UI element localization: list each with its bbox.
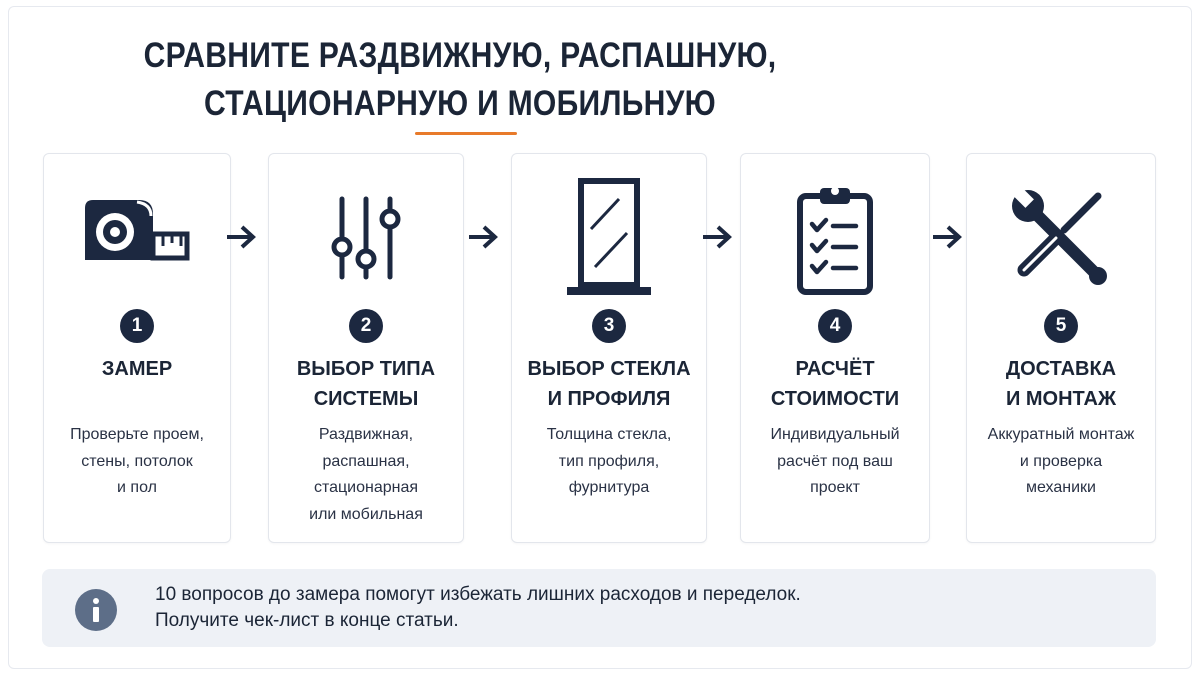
step-description: Толщина стекла, тип профиля, фурнитура bbox=[546, 426, 672, 496]
clipboard-checklist-icon bbox=[770, 174, 900, 304]
step-number-badge: 2 bbox=[349, 309, 383, 343]
step-card-3: 3 ВЫБОР СТЕКЛА И ПРОФИЛЯ Толщина стекла,… bbox=[511, 153, 707, 543]
info-text-line-1: 10 вопросов до замера помогут избежать л… bbox=[155, 584, 801, 605]
step-number-badge: 4 bbox=[818, 309, 852, 343]
step-description: Индивидуальный расчёт под ваш проект bbox=[770, 426, 900, 496]
step-title: ВЫБОР СТЕКЛА И ПРОФИЛЯ bbox=[527, 358, 691, 410]
glass-panel-icon bbox=[544, 174, 674, 304]
arrow-right-icon bbox=[933, 225, 962, 249]
page-title-line-2: СТАЦИОНАРНУЮ И МОБИЛЬНУЮ bbox=[204, 84, 716, 123]
step-number-badge: 5 bbox=[1044, 309, 1078, 343]
info-text: 10 вопросов до замера помогут избежать л… bbox=[155, 582, 801, 634]
step-number-badge: 1 bbox=[120, 309, 154, 343]
step-title: РАСЧЁТ СТОИМОСТИ bbox=[770, 358, 900, 410]
step-description: Раздвижная, распашная, стационарная или … bbox=[309, 426, 423, 523]
step-title: ВЫБОР ТИПА СИСТЕМЫ bbox=[296, 358, 436, 410]
info-text-line-2: Получите чек-лист в конце статьи. bbox=[155, 610, 459, 631]
step-title: ДОСТАВКА И МОНТАЖ bbox=[1005, 358, 1117, 410]
step-number-badge: 3 bbox=[592, 309, 626, 343]
title-underline bbox=[415, 132, 517, 135]
info-icon bbox=[75, 589, 117, 631]
sliders-icon bbox=[301, 174, 431, 304]
arrow-right-icon bbox=[469, 225, 498, 249]
arrow-right-icon bbox=[703, 225, 732, 249]
arrow-right-icon bbox=[227, 225, 256, 249]
step-card-5: 5 ДОСТАВКА И МОНТАЖ Аккуратный монтаж и … bbox=[966, 153, 1156, 543]
step-description: Проверьте проем, стены, потолок и пол bbox=[70, 426, 204, 496]
tools-icon bbox=[996, 174, 1126, 304]
step-card-2: 2 ВЫБОР ТИПА СИСТЕМЫ Раздвижная, распашн… bbox=[268, 153, 464, 543]
page-title-line-1: СРАВНИТЕ РАЗДВИЖНУЮ, РАСПАШНУЮ, bbox=[143, 36, 777, 75]
step-title: ЗАМЕР bbox=[101, 358, 173, 380]
step-card-4: 4 РАСЧЁТ СТОИМОСТИ Индивидуальный расчёт… bbox=[740, 153, 930, 543]
tape-measure-icon bbox=[72, 174, 202, 304]
step-description: Аккуратный монтаж и проверка механики bbox=[987, 426, 1135, 496]
info-banner: 10 вопросов до замера помогут избежать л… bbox=[42, 569, 1156, 647]
step-card-1: 1 ЗАМЕР Проверьте проем, стены, потолок … bbox=[43, 153, 231, 543]
